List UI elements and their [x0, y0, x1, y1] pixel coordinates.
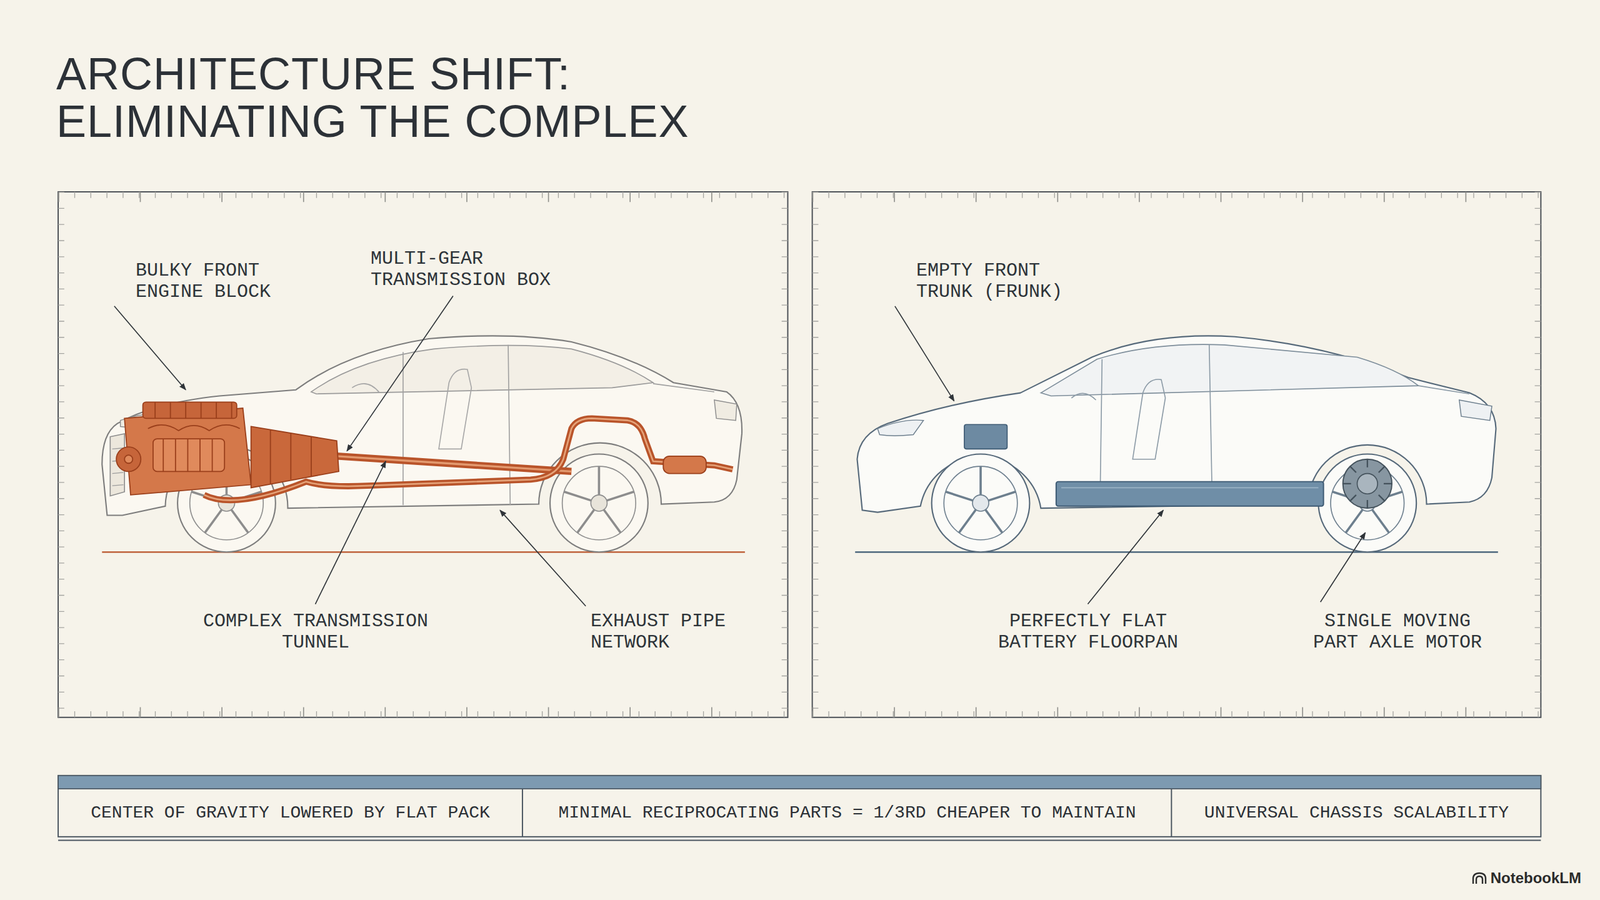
panel-frame [812, 706, 1542, 717]
panel-frame [812, 711, 1542, 718]
electric-car [1071, 379, 1165, 460]
electric-car [1343, 459, 1392, 509]
bottom-bar [1170, 788, 1172, 837]
leader-line [315, 461, 387, 605]
cell-text: CENTER OF GRAVITY LOWERED BY FLAT PACK [90, 803, 490, 824]
leader-line [114, 295, 1366, 606]
drivetrain [153, 438, 225, 472]
bottom-bar [521, 788, 524, 837]
electric-car [931, 454, 1030, 553]
electric-car [1356, 473, 1378, 495]
panel-frame [58, 191, 65, 718]
electric-car [877, 420, 924, 436]
electric-car [1061, 487, 1319, 489]
electric-car [1459, 400, 1492, 421]
summary-cell: MINIMAL RECIPROCATING PARTS = 1/3RD CHEA… [523, 789, 1171, 837]
drivetrain [163, 438, 212, 472]
combustion-car [101, 551, 745, 553]
combustion-car [714, 400, 737, 421]
drivetrain [116, 446, 141, 472]
drivetrain [270, 429, 312, 484]
drivetrain [663, 456, 707, 474]
leader-line [1320, 532, 1366, 602]
bottom-bar [58, 840, 1541, 842]
panel-frame [58, 706, 788, 717]
panel-frame [58, 191, 788, 199]
drivetrain [204, 418, 734, 500]
combustion-car [311, 345, 654, 395]
watermark-text: NotebookLM [1490, 868, 1582, 888]
drivetrain [155, 401, 232, 419]
electric-car [1318, 454, 1417, 553]
bottom-bar [58, 775, 1541, 837]
summary-cell: CENTER OF GRAVITY LOWERED BY FLAT PACK [59, 789, 522, 837]
drivetrain [336, 456, 572, 472]
scaled-art [58, 191, 1541, 841]
drivetrain [336, 456, 572, 472]
drivetrain [124, 408, 251, 495]
electric-car [1040, 344, 1419, 396]
watermark-logo [1471, 871, 1487, 885]
panel-frame [58, 191, 788, 718]
watermark: NotebookLM [1471, 868, 1582, 888]
drivetrain [124, 455, 133, 464]
leader-line [500, 510, 586, 606]
panel-frame [812, 191, 1542, 718]
leader-line [895, 306, 955, 402]
bottom-bar [58, 775, 1541, 789]
panel-frame [58, 191, 1541, 718]
bottom-bar [58, 775, 1541, 841]
leader-line [114, 306, 186, 390]
combustion-car [351, 369, 472, 450]
leader-line [1087, 510, 1164, 604]
combustion-car [101, 335, 745, 552]
panel-frame [1535, 191, 1542, 718]
panel-frame [812, 191, 1542, 199]
panel-frame [812, 191, 1542, 202]
callout-label: PERFECTLY FLAT BATTERY FLOORPAN [995, 610, 1181, 654]
drivetrain [148, 425, 240, 431]
drivetrain [143, 401, 237, 419]
panel-frame [781, 191, 789, 718]
drivetrain [251, 426, 339, 488]
panel-frame [58, 711, 788, 718]
callout-label: MULTI-GEAR TRANSMISSION BOX [370, 248, 557, 291]
callout-label: SINGLE MOVING PART AXLE MOTOR [1310, 610, 1485, 654]
panel-frame [58, 191, 788, 202]
electric-car [1343, 459, 1392, 509]
cell-text: MINIMAL RECIPROCATING PARTS = 1/3RD CHEA… [558, 803, 1136, 824]
watermark-logo [1473, 873, 1486, 884]
drivetrain [204, 418, 734, 500]
panel-frame [58, 191, 1541, 718]
panel-frame [812, 191, 819, 718]
cell-text: UNIVERSAL CHASSIS SCALABILITY [1204, 803, 1509, 824]
summary-cell: UNIVERSAL CHASSIS SCALABILITY [1173, 789, 1540, 837]
title: ARCHITECTURE SHIFT: ELIMINATING THE COMP… [56, 50, 838, 145]
callout-label: BULKY FRONT ENGINE BLOCK [135, 260, 277, 303]
callout-label: COMPLEX TRANSMISSION TUNNEL [200, 610, 431, 654]
electric-car [855, 335, 1499, 552]
electric-car [964, 424, 1008, 449]
leader-line [346, 295, 454, 451]
panel-frame [58, 196, 1541, 713]
callout-label: EMPTY FRONT TRUNK (FRUNK) [916, 260, 1069, 303]
electric-car [1056, 481, 1324, 507]
drivetrain [116, 401, 733, 500]
electric-car [855, 551, 1499, 553]
callout-label: EXHAUST PIPE NETWORK [590, 610, 732, 654]
